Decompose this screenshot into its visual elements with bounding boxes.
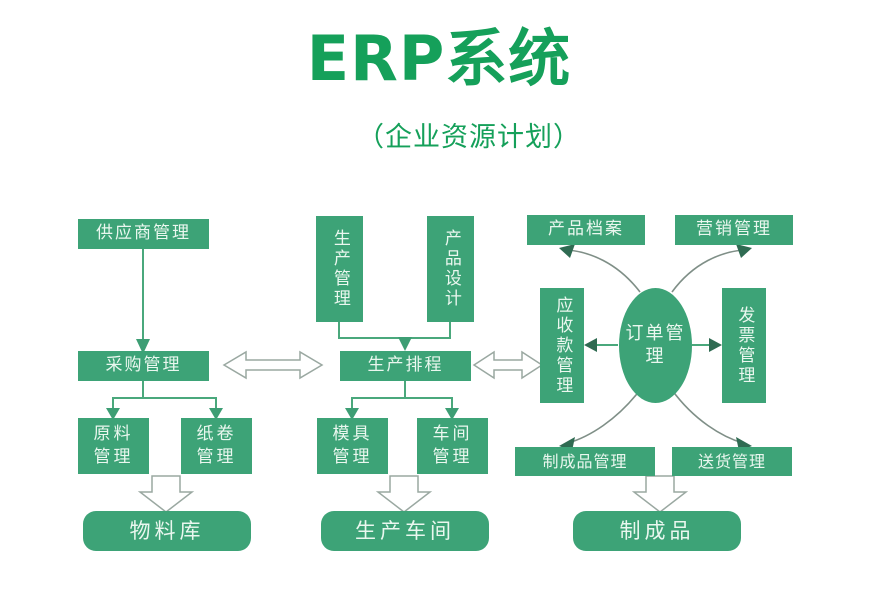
node-delivery-management[interactable]: 送货管理	[672, 447, 792, 476]
branch-scheduling-to-mold	[351, 381, 406, 412]
branch-purchase-to-paperroll	[143, 397, 217, 412]
arrowhead-scheduling	[398, 337, 412, 351]
hollow-double-arrow-purchase-scheduling	[222, 350, 324, 380]
arrowhead-product-archive	[559, 244, 575, 258]
hollow-arrow-to-material-warehouse	[137, 475, 195, 513]
node-product-archive[interactable]: 产品档案	[527, 215, 645, 245]
node-marketing-management[interactable]: 营销管理	[675, 215, 793, 245]
node-purchase-management[interactable]: 采购管理	[78, 351, 209, 381]
hollow-arrow-to-finished-goods	[631, 475, 689, 513]
node-production-scheduling[interactable]: 生产排程	[340, 351, 471, 381]
arc-order-to-product-archive	[567, 249, 641, 293]
node-raw-material-management[interactable]: 原料 管理	[78, 418, 149, 474]
node-mold-management[interactable]: 模具 管理	[317, 418, 388, 474]
arc-order-to-marketing	[671, 249, 744, 293]
branch-scheduling-to-workshop	[405, 397, 453, 412]
node-product-design[interactable]: 产品设计	[427, 216, 474, 322]
node-material-warehouse[interactable]: 物料库	[83, 511, 251, 551]
node-paper-roll-management[interactable]: 纸卷 管理	[181, 418, 252, 474]
arrowhead-order-to-receivables	[584, 338, 597, 352]
arrowhead-marketing	[736, 244, 752, 258]
node-receivables-management[interactable]: 应收款管理	[540, 288, 584, 403]
branch-production-to-scheduling	[338, 322, 405, 339]
node-production-workshop[interactable]: 生产车间	[321, 511, 489, 551]
arrowhead-order-to-invoice	[709, 338, 722, 352]
node-finished-goods-management[interactable]: 制成品管理	[515, 447, 655, 476]
page-title: ERP系统	[306, 22, 572, 95]
hollow-double-arrow-scheduling-receivables	[472, 350, 544, 380]
node-invoice-management[interactable]: 发票管理	[722, 288, 766, 403]
branch-design-to-scheduling	[405, 322, 451, 339]
node-supplier-management[interactable]: 供应商管理	[78, 219, 209, 249]
node-order-management[interactable]: 订单管理	[619, 288, 692, 403]
branch-purchase-to-materials	[112, 381, 144, 412]
hollow-arrow-to-production-workshop	[375, 475, 433, 513]
page-subtitle: （企业资源计划）	[357, 122, 581, 153]
node-workshop-management[interactable]: 车间 管理	[417, 418, 488, 474]
node-finished-goods[interactable]: 制成品	[573, 511, 741, 551]
node-production-management[interactable]: 生产管理	[316, 216, 363, 322]
